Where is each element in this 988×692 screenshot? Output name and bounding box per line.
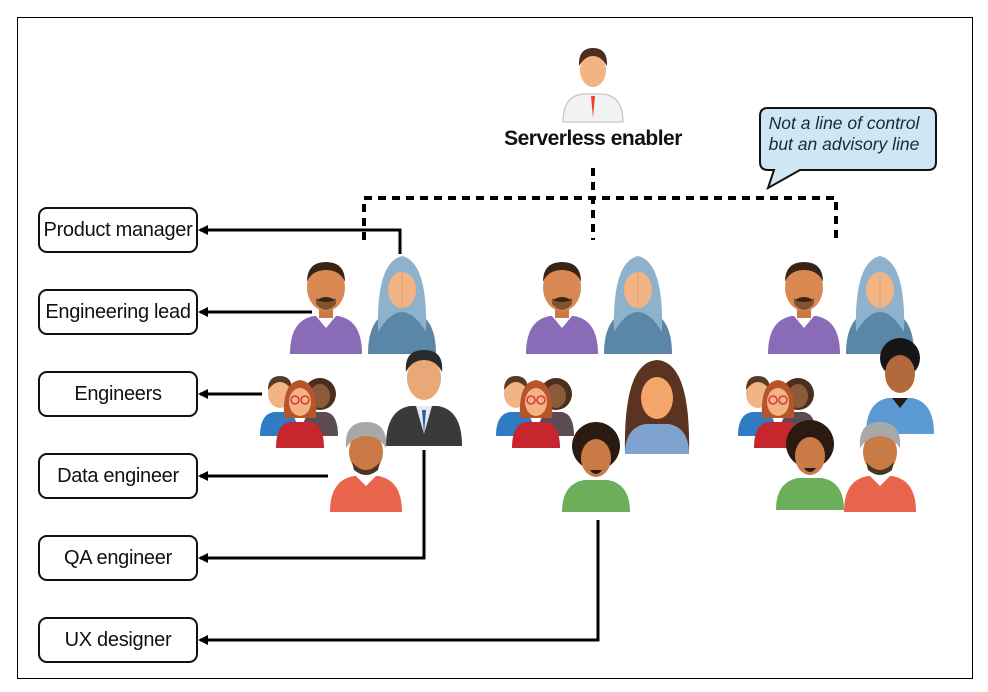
team-3-people	[737, 255, 934, 512]
engineers-group-icon	[259, 375, 339, 449]
role-product-manager: Product manager	[38, 207, 198, 253]
role-ux-designer: UX designer	[38, 617, 198, 663]
team-member-person-icon	[624, 360, 690, 454]
callout-bubble	[759, 107, 937, 191]
advisory-lines	[362, 168, 838, 240]
role-qa-engineer: QA engineer	[38, 535, 198, 581]
arrows	[198, 225, 600, 645]
data-engineer-person-icon	[844, 422, 916, 512]
engineering-lead-person-icon	[768, 262, 840, 354]
product-manager-person-icon	[603, 255, 673, 355]
team-2-people	[495, 255, 690, 512]
callout-line-1: Not a line of control	[768, 113, 920, 133]
product-manager-person-icon	[367, 255, 437, 355]
role-data-engineer: Data engineer	[38, 453, 198, 499]
engineering-lead-person-icon	[526, 262, 598, 354]
team-1-people	[259, 255, 462, 512]
qa-engineer-person-icon	[386, 350, 462, 446]
callout-line-2: but an advisory line	[768, 134, 920, 154]
engineers-group-icon	[495, 375, 575, 449]
engineering-lead-person-icon	[290, 262, 362, 354]
role-engineering-lead: Engineering lead	[38, 289, 198, 335]
diagram-frame	[17, 17, 973, 679]
enabler-person-icon	[562, 48, 624, 123]
callout-text: Not a line of control but an advisory li…	[758, 113, 930, 155]
role-engineers: Engineers	[38, 371, 198, 417]
serverless-enabler-label: Serverless enabler	[504, 127, 682, 150]
